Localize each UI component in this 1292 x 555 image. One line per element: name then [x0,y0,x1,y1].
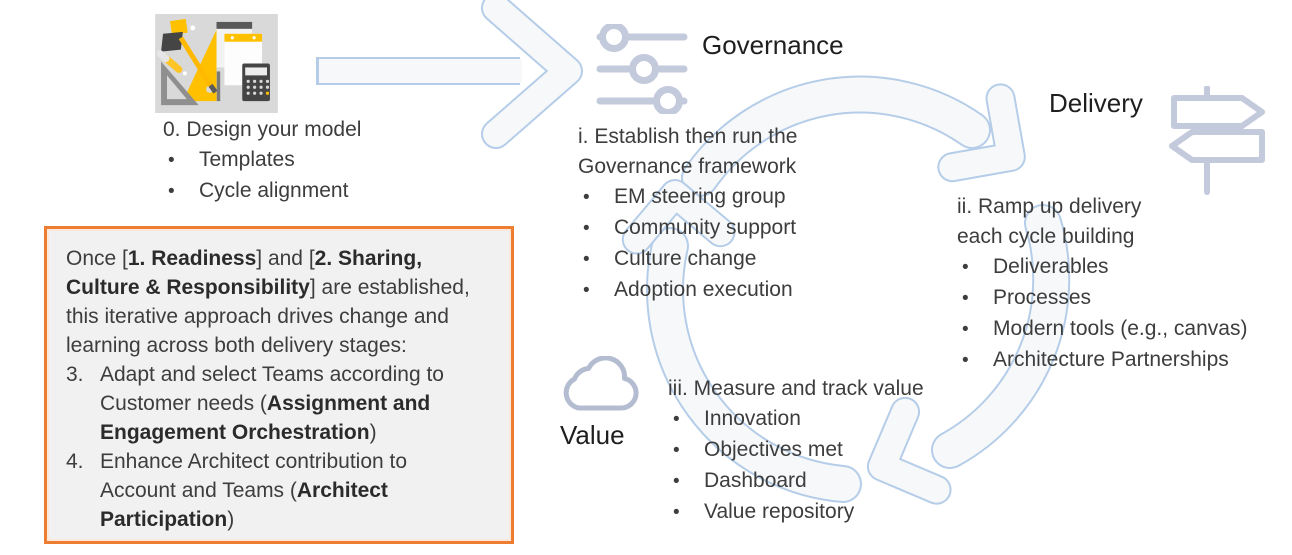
signpost-icon [1169,86,1265,195]
governance-bullet: Community support [614,216,797,239]
governance-heading: i. Establish then run the [578,125,798,148]
value-bullet: Innovation [704,407,801,430]
governance-bullet: Culture change [614,247,757,270]
design-tools-clipart [155,14,278,113]
note-box: Once [1. Readiness] and [2. Sharing,Cult… [44,226,514,544]
list-item: Dashboard [668,466,924,497]
value-bullet: Dashboard [704,469,807,492]
value-heading: iii. Measure and track value [668,377,924,400]
item-number: 4. [66,450,84,473]
design-bullet: Templates [199,148,295,171]
delivery-bullet: Deliverables [993,255,1109,278]
governance-heading: Governance framework [578,155,797,178]
cloud-icon [563,356,639,411]
bullet-dot [163,176,199,207]
value-bullet: Objectives met [704,438,843,461]
delivery-block: ii. Ramp up delivery each cycle building… [957,192,1247,376]
delivery-bullet: Modern tools (e.g., canvas) [993,317,1248,340]
note-box-intro: Once [1. Readiness] and [2. Sharing,Cult… [66,247,470,357]
bullet-dot [578,275,614,306]
bullet-dot [957,252,993,283]
bullet-dot [578,244,614,275]
list-item: Community support [578,213,797,244]
list-item: Processes [957,283,1247,314]
bullet-dot [668,435,704,466]
bullet-dot [957,283,993,314]
governance-bullet: EM steering group [614,185,786,208]
list-item: Innovation [668,404,924,435]
bullet-dot [957,345,993,376]
design-step-block: 0. Design your model Templates Cycle ali… [163,115,361,207]
delivery-bullet: Processes [993,286,1092,309]
stage-label-governance: Governance [702,30,844,60]
value-block: iii. Measure and track value Innovation … [668,374,924,528]
cycle-arc-delivery-to-value-icon [866,204,1071,505]
design-bullet: Cycle alignment [199,179,349,202]
list-item: Modern tools (e.g., canvas) [957,314,1247,345]
list-item: Cycle alignment [163,176,361,207]
list-item: Deliverables [957,252,1247,283]
list-item: EM steering group [578,182,797,213]
item-number: 3. [66,363,84,386]
list-item: Adoption execution [578,275,797,306]
bullet-dot [668,497,704,528]
list-item: Culture change [578,244,797,275]
governance-block: i. Establish then run the Governance fra… [578,122,797,306]
list-item: Value repository [668,497,924,528]
bullet-dot [578,182,614,213]
cycle-arc-governance-to-delivery-icon [681,75,1026,197]
bullet-dot [668,466,704,497]
delivery-heading: ii. Ramp up delivery [957,195,1142,218]
list-item: Templates [163,145,361,176]
bullet-dot [163,145,199,176]
delivery-bullet: Architecture Partnerships [993,348,1229,371]
design-step-title: 0. Design your model [163,118,362,141]
governance-bullet: Adoption execution [614,278,793,301]
bullet-dot [578,213,614,244]
list-item: Architecture Partnerships [957,345,1247,376]
delivery-heading: each cycle building [957,225,1135,248]
value-bullet: Value repository [704,500,855,523]
arrow-design-to-governance-icon [316,0,583,149]
sliders-icon [596,24,688,114]
stage-label-delivery: Delivery [1049,88,1143,118]
list-item: Objectives met [668,435,924,466]
bullet-dot [957,314,993,345]
stage-label-value: Value [560,420,625,450]
bullet-dot [668,404,704,435]
